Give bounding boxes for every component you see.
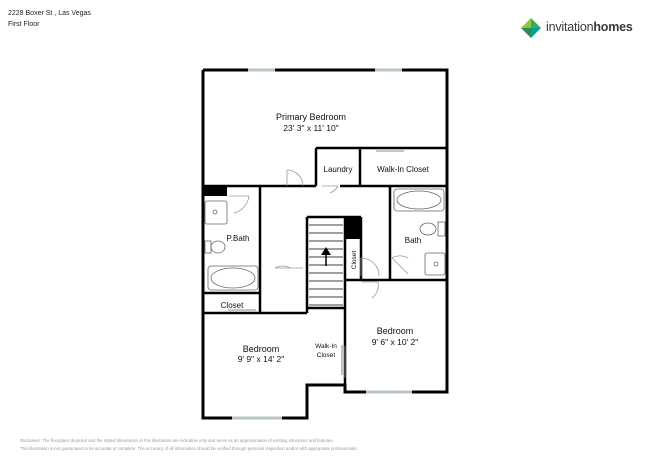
- room-bedroom-right-name: Bedroom: [377, 326, 414, 336]
- room-p-bath-name: P.Bath: [227, 234, 250, 243]
- room-closet-left-name: Closet: [221, 301, 244, 310]
- room-bath-name: Bath: [405, 236, 421, 245]
- wall-pillar: [345, 217, 361, 239]
- floor-label: First Floor: [8, 21, 40, 28]
- room-walkin-closet-top-name: Walk-In Closet: [377, 165, 429, 174]
- room-walkin-closet-bottom-line1: Walk-In: [315, 343, 337, 350]
- room-bedroom-left-dims: 9' 9" x 14' 2": [238, 354, 285, 364]
- stair-up-arrow-icon: [321, 247, 331, 266]
- wall-pillar: [203, 186, 227, 196]
- invitation-homes-logo-icon: [521, 18, 541, 38]
- logo-text-regular: invitation: [546, 20, 594, 34]
- room-primary-bedroom-dims: 23' 3" x 11' 10": [283, 123, 338, 133]
- disclaimer-line-1: Disclaimer: The floorplans depicted and …: [20, 438, 334, 443]
- fixtures: [204, 150, 446, 375]
- room-walkin-closet-bottom-line2: Closet: [317, 352, 336, 359]
- room-closet-vertical-name: Closet: [351, 251, 358, 270]
- logo-text-bold: homes: [593, 20, 633, 34]
- room-primary-bedroom-name: Primary Bedroom: [276, 112, 346, 122]
- room-bedroom-right-dims: 9' 6" x 10' 2": [372, 337, 419, 347]
- room-bedroom-left-name: Bedroom: [243, 344, 280, 354]
- disclaimer-line-2: This illustration is not guaranteed to b…: [20, 446, 358, 451]
- logo-wordmark: invitationhomes: [546, 20, 633, 34]
- doors: [229, 169, 409, 378]
- address-label: 2228 Boxer St , Las Vegas: [8, 10, 91, 17]
- windows: [232, 68, 412, 420]
- room-laundry-name: Laundry: [324, 165, 353, 174]
